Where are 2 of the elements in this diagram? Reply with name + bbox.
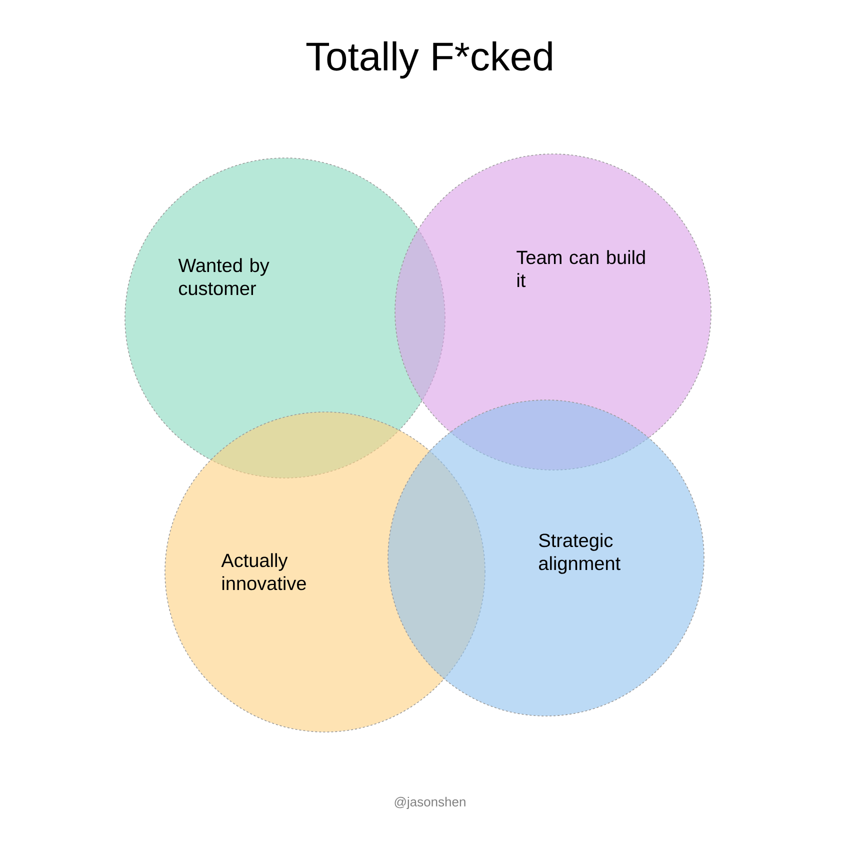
credit-text: @jasonshen [394, 796, 466, 810]
title: Totally F*cked [306, 41, 552, 79]
